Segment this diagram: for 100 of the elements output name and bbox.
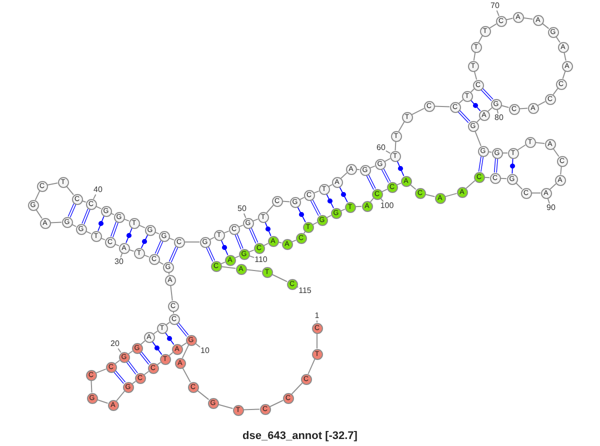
base-pair-line <box>480 88 494 102</box>
backbone-line <box>90 380 92 393</box>
backbone-line <box>478 35 483 43</box>
backbone-line <box>444 192 458 198</box>
base-pair-line <box>326 193 334 209</box>
backbone-line <box>266 204 274 214</box>
base-pair-line <box>310 199 321 216</box>
backbone-line <box>537 101 546 106</box>
backbone-line <box>534 142 546 144</box>
backbone-line <box>116 390 125 402</box>
position-number: 10 <box>200 347 210 355</box>
base-pair-line <box>154 240 164 255</box>
position-number: 70 <box>490 2 500 10</box>
backbone-line <box>517 144 526 150</box>
base-pair-line <box>98 216 104 232</box>
base-pair-line <box>381 168 391 183</box>
leader-line <box>92 194 96 200</box>
base-pair-line <box>264 222 272 236</box>
base-pair-line <box>206 246 216 262</box>
backbone-line <box>488 107 492 112</box>
base-pair-line <box>113 370 126 384</box>
base-pair-line <box>494 158 498 173</box>
position-number: 110 <box>254 256 268 264</box>
backbone-line <box>473 52 476 62</box>
backbone-line <box>562 70 566 80</box>
base-pair-line <box>168 246 178 263</box>
leader-line <box>496 10 500 16</box>
base-pair-line <box>248 227 258 244</box>
base-pair-line <box>139 351 151 365</box>
backbone-line <box>550 183 556 190</box>
leader-line <box>243 213 246 218</box>
leader-line <box>385 150 391 154</box>
backbone-line <box>282 200 290 202</box>
base-pair-line <box>396 160 404 176</box>
base-pair-line <box>234 233 244 250</box>
position-number: 60 <box>376 144 386 152</box>
backbone-line <box>308 358 316 374</box>
backbone-line <box>170 284 173 302</box>
position-number: 50 <box>238 205 246 213</box>
backbone-line <box>220 266 236 269</box>
backbone-line <box>515 182 523 190</box>
backbone-line <box>316 333 318 349</box>
backbone-line <box>196 390 210 400</box>
backbone-line <box>552 148 560 157</box>
backbone-line <box>466 180 476 189</box>
base-pair-line <box>164 332 174 345</box>
backbone-line <box>500 104 510 108</box>
base-pair-line <box>458 110 470 124</box>
base-pair-line <box>110 221 119 238</box>
backbone-line <box>502 152 508 154</box>
backbone-line <box>552 88 558 96</box>
position-number: 90 <box>546 204 556 212</box>
backbone-line <box>291 382 303 394</box>
backbone-line <box>522 17 534 20</box>
backbone-line <box>140 340 146 345</box>
base-pair-line <box>510 158 516 174</box>
backbone-line <box>34 190 40 201</box>
backbone-line <box>46 182 58 186</box>
backbone-line <box>128 249 134 252</box>
leader-line <box>118 348 122 353</box>
backbone-line <box>82 200 86 203</box>
backbone-line <box>269 400 284 408</box>
backbone-line <box>36 209 42 219</box>
backbone-line <box>474 130 482 146</box>
backbone-line <box>489 23 497 29</box>
backbone-line <box>271 274 288 282</box>
backbone-line <box>434 106 450 108</box>
base-pair-line <box>82 208 90 225</box>
title: dse_643_annot [-32.7] <box>242 430 358 443</box>
backbone-line <box>564 52 566 62</box>
base-pair-line <box>220 240 228 256</box>
backbone-line <box>96 368 106 374</box>
position-number: 40 <box>94 186 102 194</box>
backbone-line <box>96 399 108 404</box>
leader-line <box>120 252 123 258</box>
backbone-line <box>172 310 174 314</box>
position-number: 80 <box>494 114 504 122</box>
position-number: 115 <box>298 287 312 295</box>
backbone-line <box>182 367 191 383</box>
base-pair-line <box>297 206 306 223</box>
backbone-line <box>560 166 562 176</box>
backbone-line <box>398 121 405 132</box>
base-pair-line <box>152 341 162 355</box>
backbone-line <box>519 108 528 110</box>
base-pair-line <box>140 234 148 248</box>
leader-line <box>547 198 550 204</box>
base-pair-line <box>366 174 376 190</box>
backbone-line <box>355 206 362 208</box>
backbone-line <box>484 176 490 178</box>
base-pair-line <box>126 228 132 244</box>
base-pair-line <box>126 360 138 375</box>
base-pair-line <box>68 203 76 218</box>
backbone-line <box>66 186 74 196</box>
backbone-line <box>243 408 260 410</box>
base-pair-line <box>339 186 348 203</box>
backbone-line <box>394 141 396 151</box>
position-number: 30 <box>114 258 124 266</box>
backbone-line <box>340 172 348 179</box>
position-number: 100 <box>380 202 394 210</box>
position-number: 20 <box>110 340 120 348</box>
